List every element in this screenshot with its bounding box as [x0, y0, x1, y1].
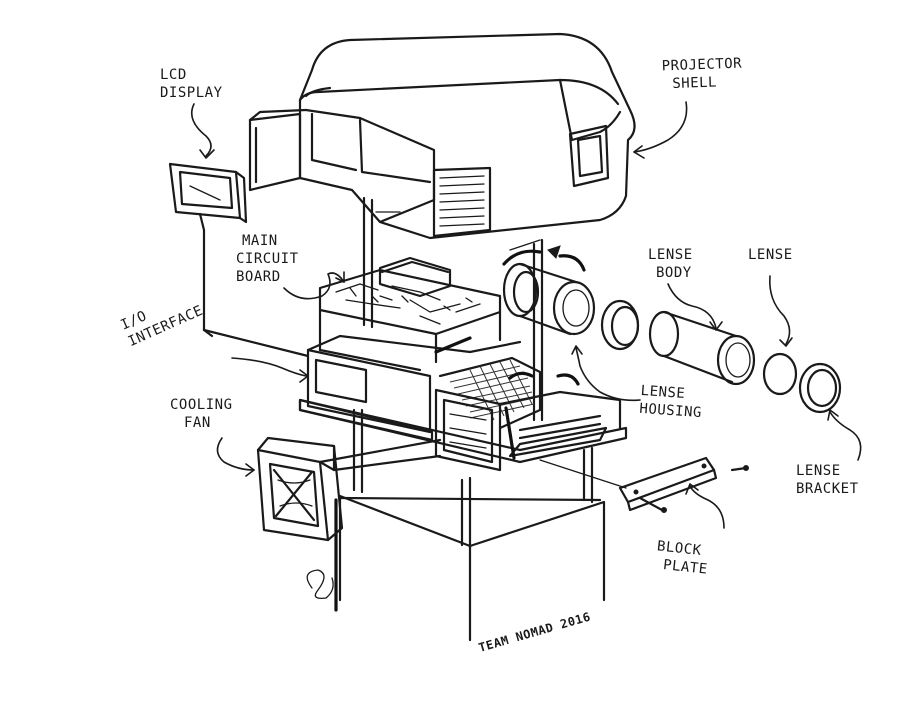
label-main-circuit-board-line3: Board — [236, 269, 281, 285]
label-lense-bracket-line2: Bracket — [796, 481, 859, 497]
leader-arrows — [190, 101, 862, 529]
label-projector-shell: Projector Shell — [661, 55, 743, 94]
label-projector-shell-line2: Shell — [672, 74, 718, 93]
label-lcd-display: LCD DISPLAY — [160, 66, 223, 102]
label-lense-body-line1: Lense — [648, 247, 693, 263]
label-cooling-fan: Cooling Fan — [170, 396, 233, 432]
label-lense-bracket-line1: Lense — [796, 463, 841, 479]
lense — [762, 352, 798, 396]
label-lense-body-line2: Body — [656, 265, 692, 281]
label-lense-text: Lense — [748, 247, 793, 263]
lense-housing — [502, 245, 596, 336]
label-cooling-fan-line2: Fan — [184, 415, 211, 431]
lcd-display — [168, 162, 310, 358]
lense-body — [648, 310, 756, 386]
cooling-mechanism — [438, 356, 580, 430]
label-main-circuit-board-line2: Circuit — [236, 251, 299, 267]
label-lense-body: Lense Body — [648, 246, 693, 282]
lower-base — [334, 494, 606, 642]
label-block-plate: Block Plate — [654, 537, 710, 578]
label-lcd-display-line1: LCD — [160, 67, 187, 83]
label-lense-bracket: Lense Bracket — [796, 462, 859, 498]
lense-ring — [600, 299, 640, 351]
main-circuit-board — [318, 256, 502, 372]
io-interface-box — [298, 334, 522, 442]
label-lense: Lense — [748, 246, 793, 264]
projector-shell — [248, 32, 636, 240]
label-main-circuit-board-line1: Main — [242, 233, 278, 249]
label-cooling-fan-line1: Cooling — [170, 397, 233, 413]
label-lense-housing: Lense Housing — [639, 382, 704, 422]
label-main-circuit-board: Main Circuit Board — [236, 232, 299, 286]
block-plate — [539, 456, 749, 513]
cooling-fan — [256, 436, 442, 542]
label-lcd-display-line2: DISPLAY — [160, 85, 223, 101]
artist-scribble — [306, 569, 334, 599]
base-frame — [298, 388, 628, 472]
lense-bracket — [798, 362, 842, 414]
label-projector-shell-line1: Projector — [661, 55, 743, 75]
team-signature: TEAM NOMAD 2016 — [477, 609, 592, 654]
